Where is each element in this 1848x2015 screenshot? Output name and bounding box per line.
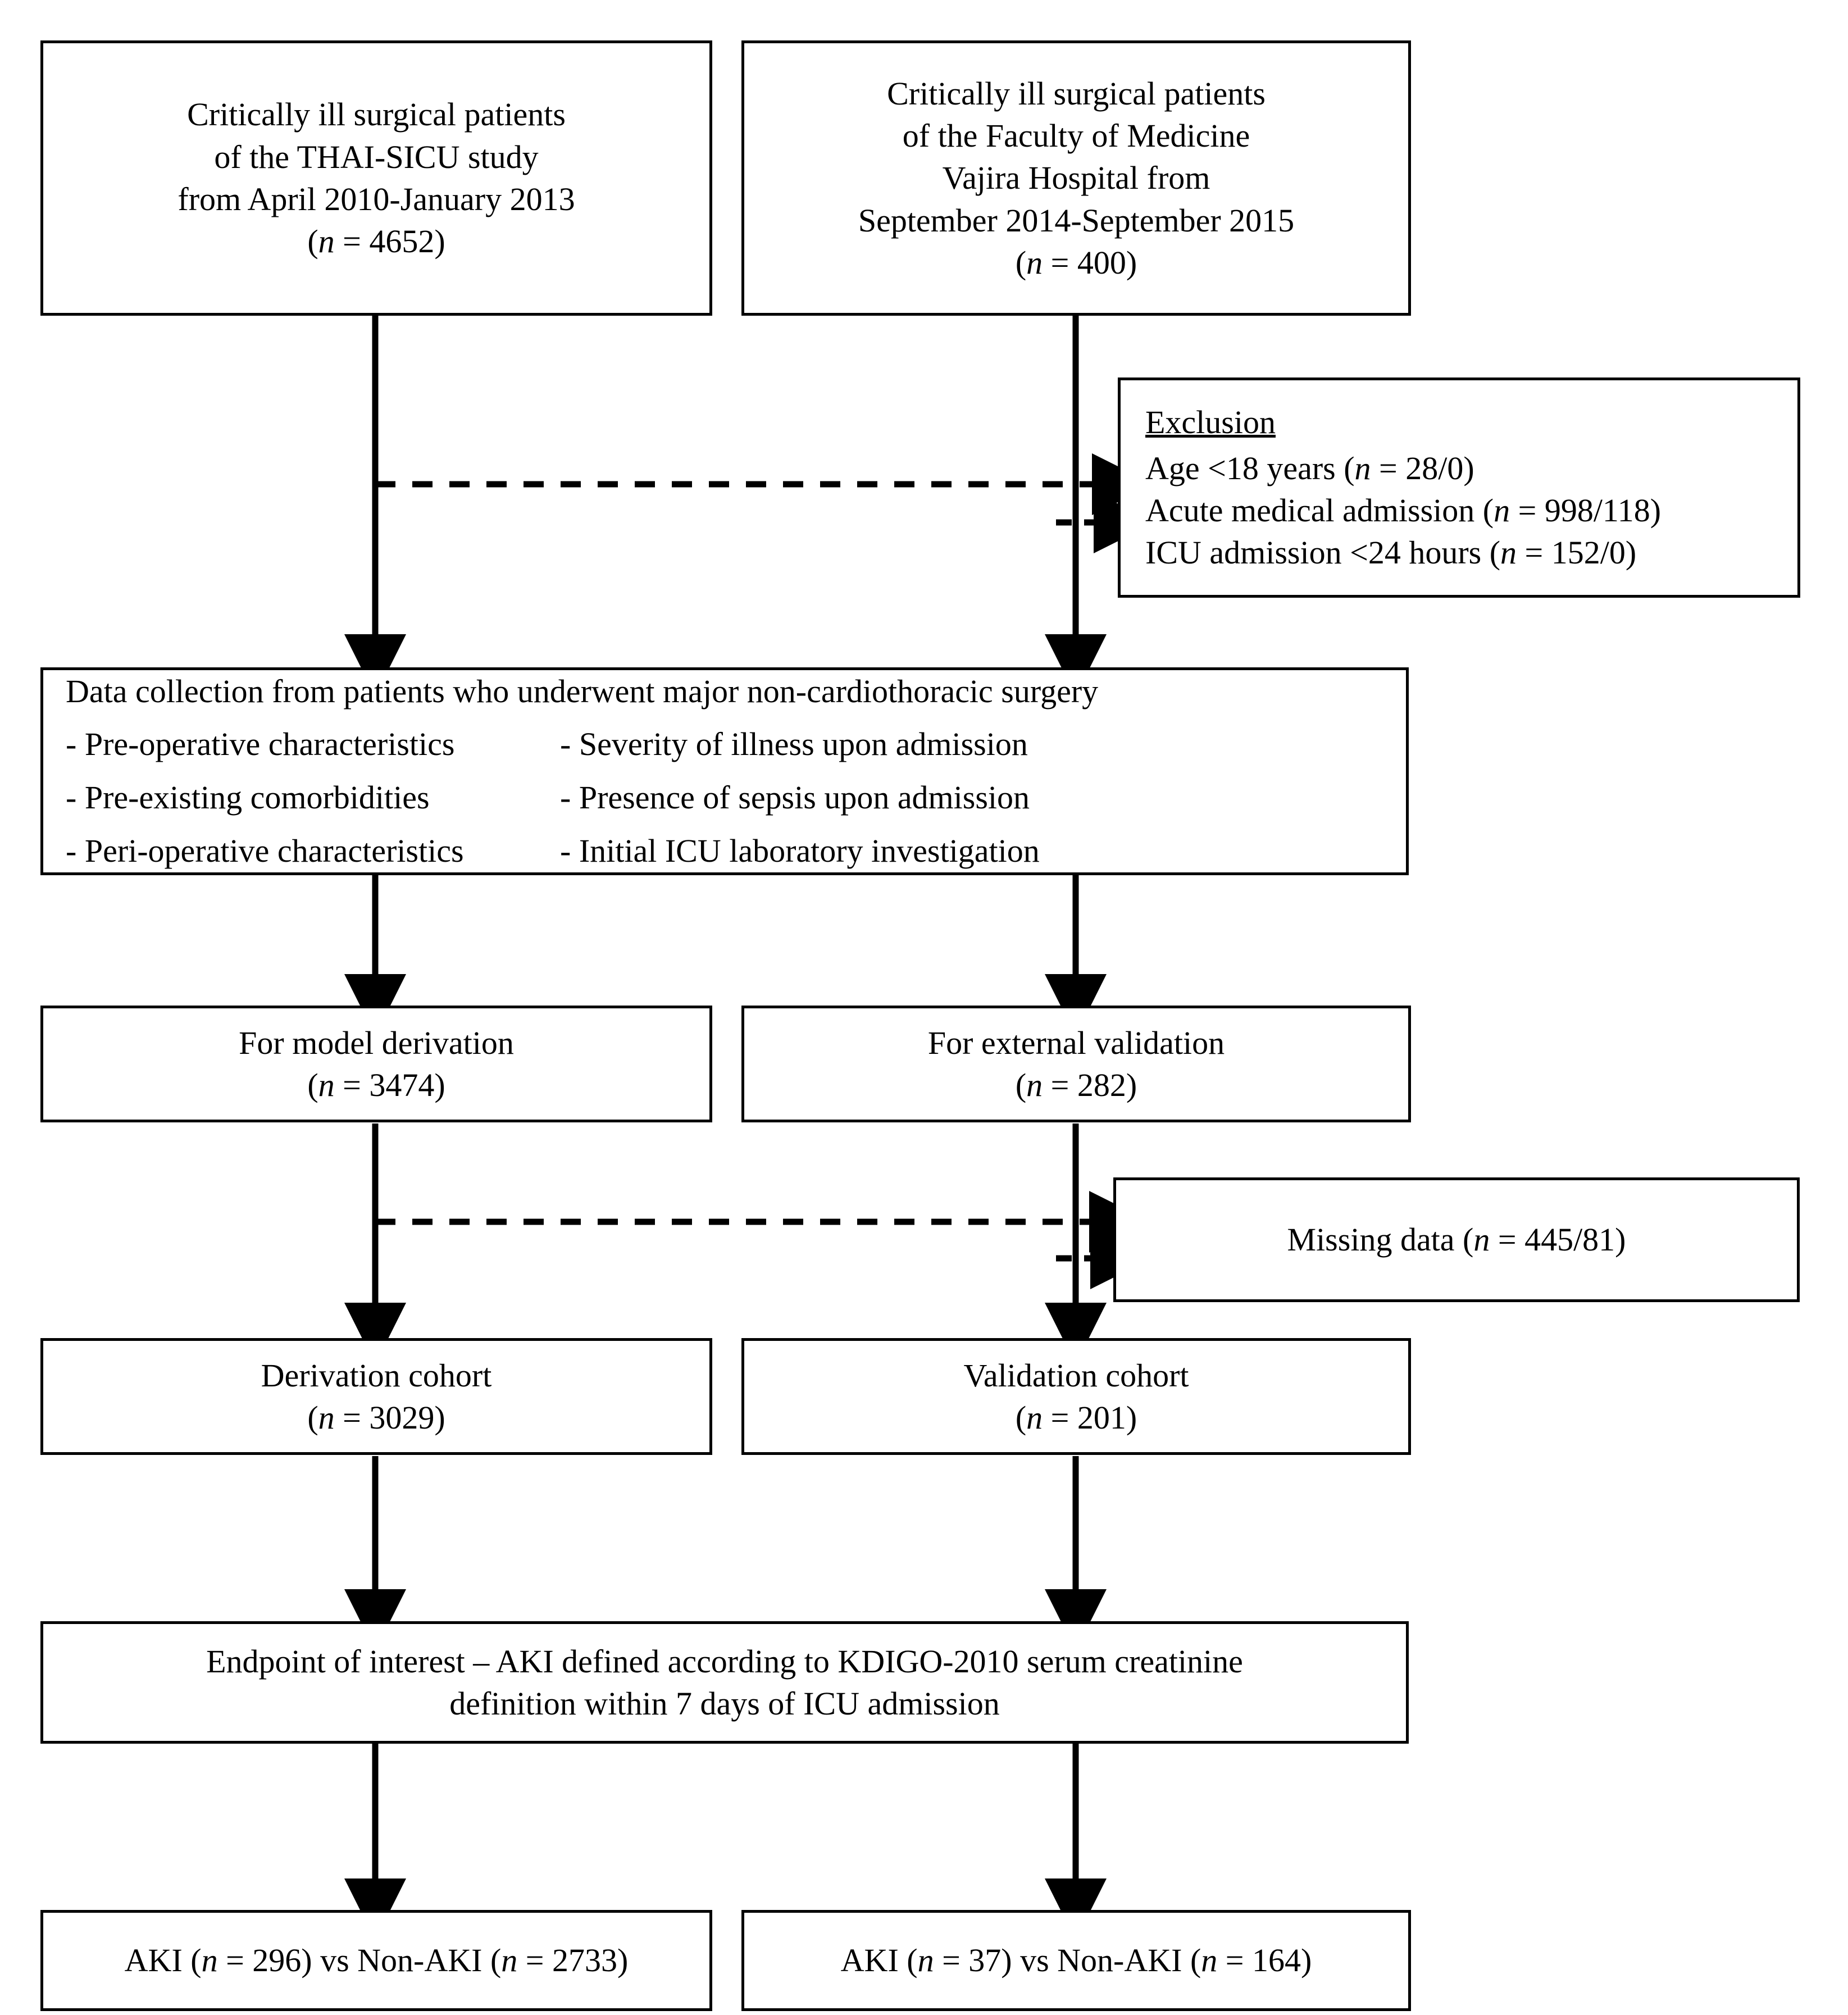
node-derivation-pool: For model derivation (n = 3474) (40, 1006, 712, 1122)
bullet-presence-of-sepsis: - Presence of sepsis upon admission (560, 779, 1030, 816)
node-missing-data: Missing data (n = 445/81) (1113, 1177, 1800, 1302)
derivation-outcome-label: AKI (n = 296) vs Non-AKI (n = 2733) (124, 1942, 629, 1979)
thai-line-1: Critically ill surgical patients (187, 96, 566, 133)
node-validation-pool: For external validation (n = 282) (741, 1006, 1411, 1122)
node-derivation-cohort: Derivation cohort (n = 3029) (40, 1338, 712, 1455)
exclusion-heading: Exclusion (1145, 404, 1276, 441)
missing-data-label: Missing data (n = 445/81) (1287, 1221, 1626, 1258)
exclusion-item-age: Age <18 years (n = 28/0) (1145, 449, 1474, 486)
derivation-cohort-label: Derivation cohort (261, 1357, 492, 1394)
bullet-pre-operative-characteristics: - Pre-operative characteristics (66, 725, 455, 762)
vajira-line-3: Vajira Hospital from (942, 160, 1210, 197)
thai-sample-size: (n = 4652) (307, 223, 445, 260)
node-derivation-outcome: AKI (n = 296) vs Non-AKI (n = 2733) (40, 1910, 712, 2011)
bullet-pre-existing-comorbidities: - Pre-existing comorbidities (66, 779, 430, 816)
data-collection-bullets: - Pre-operative characteristics - Severi… (66, 723, 1040, 872)
vajira-line-4: September 2014-September 2015 (858, 202, 1295, 239)
bullet-severity-of-illness: - Severity of illness upon admission (560, 725, 1028, 762)
node-thai-sicu-source: Critically ill surgical patients of the … (40, 40, 712, 316)
bullet-peri-operative-characteristics: - Peri-operative characteristics (66, 833, 464, 870)
vajira-line-2: of the Faculty of Medicine (902, 117, 1250, 154)
validation-outcome-label: AKI (n = 37) vs Non-AKI (n = 164) (840, 1942, 1312, 1979)
node-data-collection: Data collection from patients who underw… (40, 667, 1409, 875)
exclusion-item-icu-duration: ICU admission <24 hours (n = 152/0) (1145, 534, 1637, 571)
exclusion-item-acute-medical: Acute medical admission (n = 998/118) (1145, 492, 1662, 529)
node-validation-cohort: Validation cohort (n = 201) (741, 1338, 1411, 1455)
derivation-pool-sample-size: (n = 3474) (307, 1067, 445, 1103)
validation-cohort-sample-size: (n = 201) (1015, 1399, 1137, 1436)
derivation-cohort-sample-size: (n = 3029) (307, 1399, 445, 1436)
validation-pool-label: For external validation (927, 1024, 1225, 1061)
validation-cohort-label: Validation cohort (963, 1357, 1189, 1394)
vajira-line-1: Critically ill surgical patients (887, 75, 1266, 112)
endpoint-line-1: Endpoint of interest – AKI defined accor… (206, 1643, 1243, 1680)
node-validation-outcome: AKI (n = 37) vs Non-AKI (n = 164) (741, 1910, 1411, 2011)
node-vajira-source: Critically ill surgical patients of the … (741, 40, 1411, 316)
thai-line-3: from April 2010-January 2013 (177, 181, 575, 217)
data-collection-title: Data collection from patients who underw… (66, 673, 1099, 710)
validation-pool-sample-size: (n = 282) (1015, 1067, 1137, 1103)
node-endpoint-of-interest: Endpoint of interest – AKI defined accor… (40, 1621, 1409, 1744)
endpoint-line-2: definition within 7 days of ICU admissio… (449, 1685, 1000, 1722)
vajira-sample-size: (n = 400) (1015, 244, 1137, 281)
node-exclusion: Exclusion Age <18 years (n = 28/0) Acute… (1118, 377, 1800, 598)
derivation-pool-label: For model derivation (239, 1024, 514, 1061)
bullet-initial-icu-laboratory: - Initial ICU laboratory investigation (560, 833, 1040, 870)
thai-line-2: of the THAI-SICU study (214, 138, 539, 175)
